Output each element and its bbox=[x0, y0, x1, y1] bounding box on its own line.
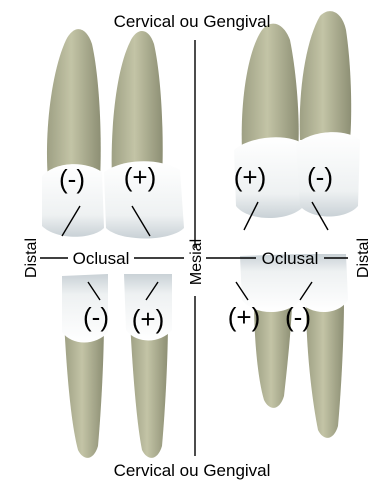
sign-upper-right-mesial: (+) bbox=[234, 162, 267, 192]
sign-lower-right-mesial: (+) bbox=[228, 302, 261, 332]
sign-upper-left-mesial: (+) bbox=[124, 162, 157, 192]
sign-lower-left-distal: (-) bbox=[83, 302, 109, 332]
left-occlusal-label: Oclusal bbox=[73, 249, 130, 268]
lower-right-tooth-distal bbox=[296, 254, 348, 438]
lower-left-tooth-mesial bbox=[124, 274, 172, 458]
left-distal-label: Distal bbox=[23, 238, 40, 278]
mesial-axis-label: Mesial bbox=[188, 239, 205, 285]
bottom-cervical-label: Cervical ou Gengival bbox=[114, 461, 271, 480]
top-cervical-label: Cervical ou Gengival bbox=[114, 12, 271, 31]
sign-lower-right-distal: (-) bbox=[285, 302, 311, 332]
sign-upper-right-distal: (-) bbox=[307, 162, 333, 192]
upper-left-tooth-distal bbox=[42, 29, 104, 237]
sign-lower-left-mesial: (+) bbox=[132, 304, 165, 334]
right-distal-label: Distal bbox=[355, 238, 372, 278]
right-occlusal-label: Oclusal bbox=[262, 249, 319, 268]
upper-left-tooth-mesial bbox=[104, 31, 184, 239]
sign-upper-left-distal: (-) bbox=[59, 164, 85, 194]
